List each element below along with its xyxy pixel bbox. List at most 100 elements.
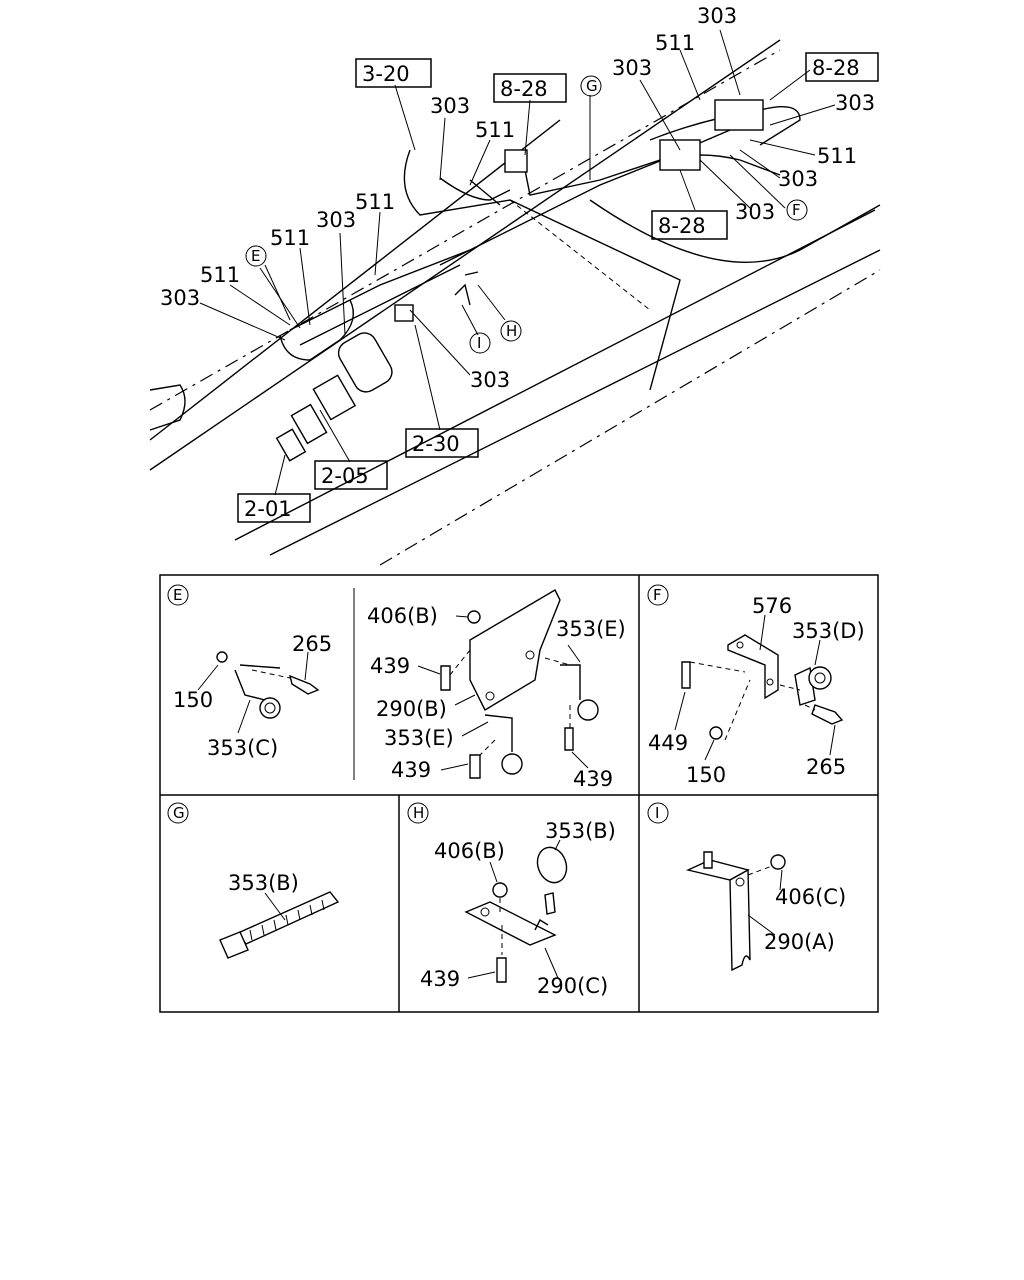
- panel-e-marker: E: [173, 586, 182, 604]
- connector-8-28: [504, 149, 528, 173]
- label-303: 303: [316, 208, 356, 232]
- panel-i-marker-circle: [647, 802, 669, 824]
- bracket-290b: [469, 589, 561, 711]
- main-assembly-view: [149, 39, 881, 566]
- label-511: 511: [270, 226, 310, 250]
- label-439: 439: [420, 967, 460, 991]
- label-576: 576: [752, 594, 792, 618]
- panel-f-marker: F: [653, 586, 662, 604]
- plate-290c: [464, 901, 557, 946]
- circle-marker-g: [580, 75, 602, 97]
- valve-block-top: [714, 99, 764, 131]
- clip-353c-arm: [234, 664, 281, 701]
- ref-2-01: 2-01: [244, 497, 292, 521]
- label-290c: 290(C): [537, 974, 608, 998]
- label-449: 449: [648, 731, 688, 755]
- label-406b: 406(B): [367, 604, 438, 628]
- marker-g: G: [586, 77, 598, 95]
- main-leaders: [199, 29, 836, 496]
- label-303: 303: [160, 286, 200, 310]
- marker-i: I: [477, 334, 481, 352]
- ref-2-05: 2-05: [321, 464, 369, 488]
- frame-end-left: [149, 384, 186, 431]
- nut-406b-h: [492, 882, 508, 898]
- ref-box-8-28-a: [493, 73, 567, 103]
- center-line-lower: [379, 269, 881, 566]
- marker-e: E: [251, 247, 260, 265]
- bolt-449: [681, 661, 691, 689]
- label-511: 511: [475, 118, 515, 142]
- marker-f: F: [792, 201, 801, 219]
- frame-rail-upper: [149, 39, 781, 471]
- ref-box-2-30: [405, 428, 479, 458]
- label-511: 511: [817, 144, 857, 168]
- bracket-576: [727, 634, 779, 700]
- nut-406c: [770, 854, 786, 870]
- label-439: 439: [391, 758, 431, 782]
- main-labels: 3-20 8-28 8-28 8-28 2-30 2-05 2-01 303 5…: [160, 4, 879, 523]
- clamp-353b: [536, 846, 568, 884]
- ref-8-28-b: 8-28: [812, 56, 860, 80]
- ref-8-28-a: 8-28: [500, 77, 548, 101]
- ref-box-3-20: [355, 58, 432, 88]
- panel-i-marker: I: [655, 804, 659, 822]
- label-303: 303: [778, 167, 818, 191]
- label-303: 303: [612, 56, 652, 80]
- ref-box-8-28-c: [651, 210, 728, 240]
- marker-h: H: [506, 322, 517, 340]
- label-353e: 353(E): [384, 726, 454, 750]
- label-290a: 290(A): [764, 930, 835, 954]
- pipe-left-b: [299, 264, 461, 346]
- bracket-h: [464, 271, 479, 276]
- panel-g-marker: G: [173, 804, 185, 822]
- circle-marker-e: [245, 245, 267, 267]
- panel-g-marker-circle: [167, 802, 189, 824]
- hose-303-upper: [439, 177, 511, 206]
- ref-box-2-05: [314, 460, 388, 490]
- label-353c: 353(C): [207, 736, 278, 760]
- circle-marker-i: [469, 332, 491, 354]
- bolt-265-f: [811, 704, 844, 725]
- label-290b: 290(B): [376, 697, 447, 721]
- circle-marker-f: [786, 199, 808, 221]
- label-439: 439: [573, 767, 613, 791]
- bolt-439-c: [564, 727, 574, 751]
- ref-box-2-01: [237, 493, 311, 523]
- frame-curve: [589, 199, 881, 264]
- detail-panel-f: F 576 353(D) 449 150 265: [647, 584, 865, 787]
- tank-outline: [403, 149, 681, 391]
- label-303: 303: [697, 4, 737, 28]
- center-line-upper: [149, 49, 781, 411]
- detail-grid: [159, 574, 879, 1013]
- panel-f-marker-circle: [647, 584, 669, 606]
- label-353b: 353(B): [545, 819, 616, 843]
- label-265: 265: [292, 632, 332, 656]
- label-511: 511: [355, 190, 395, 214]
- cable-tie-353b-head: [219, 931, 249, 959]
- label-353e: 353(E): [556, 617, 626, 641]
- clip-353e-b: [501, 753, 523, 775]
- label-353d: 353(D): [792, 619, 865, 643]
- tank-hidden-edge: [509, 199, 651, 311]
- boot: [290, 403, 328, 445]
- bracket-290a-leg: [729, 868, 751, 972]
- clip-353d: [808, 666, 832, 690]
- ref-8-28-c: 8-28: [658, 214, 706, 238]
- clip-353e-a-arm: [560, 664, 581, 700]
- cable-tie-353b-strap: [236, 891, 340, 945]
- clamp-353b-tab: [544, 892, 556, 915]
- actuator-body: [312, 374, 357, 421]
- valve-block-right: [659, 139, 701, 171]
- hose-loop-left: [279, 299, 354, 361]
- nut-406b: [467, 610, 481, 624]
- ref-3-20: 3-20: [362, 62, 410, 86]
- clip-353e-b-arm: [484, 714, 513, 752]
- ref-box-8-28-b: [805, 52, 879, 82]
- detail-panel-g: G 353(B): [167, 802, 340, 959]
- clip-353c-loop: [259, 697, 281, 719]
- detail-panel-i: I 406(C) 290(A): [647, 802, 846, 972]
- stud: [703, 851, 713, 869]
- clip-353e-a: [577, 699, 599, 721]
- label-406b: 406(B): [434, 839, 505, 863]
